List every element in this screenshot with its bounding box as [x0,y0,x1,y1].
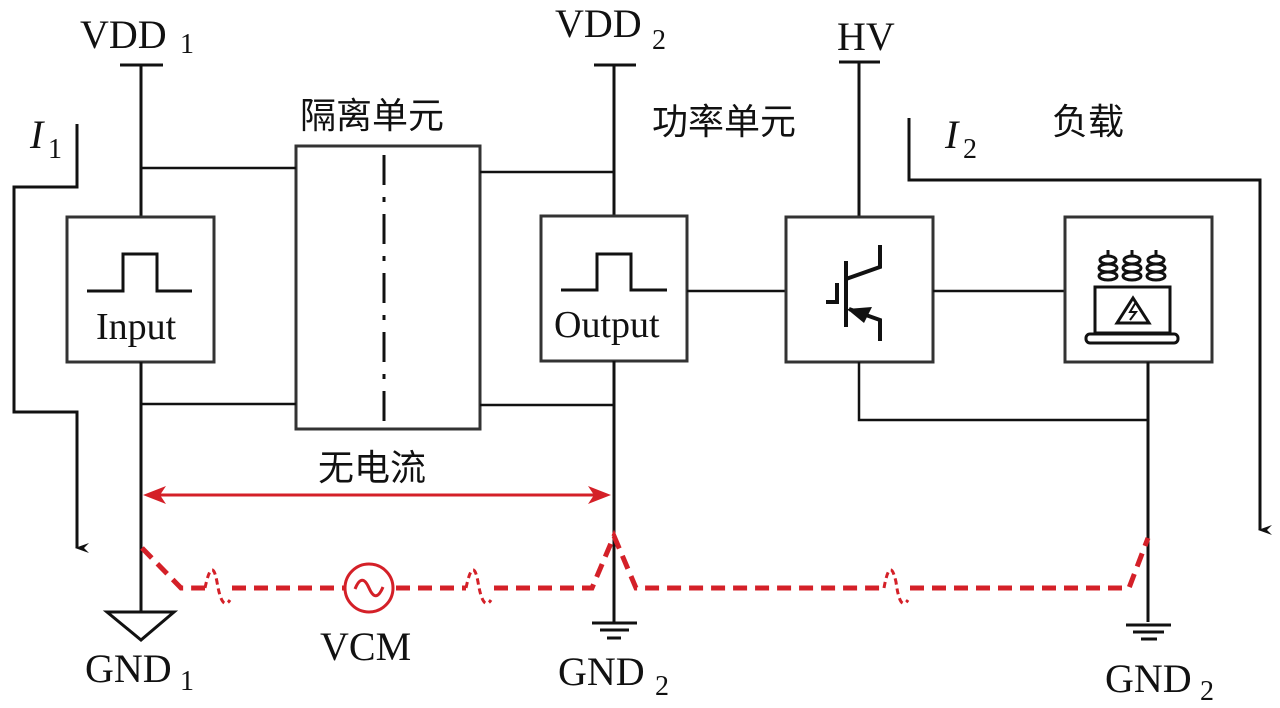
gnd1-label: GND 1 [85,646,194,697]
ac-source-icon [343,562,395,614]
vdd2-rail [594,63,636,216]
svg-text:VDD: VDD [555,1,642,46]
vdd2-label: VDD 2 [555,1,666,56]
i2-current-path [907,118,1272,535]
svg-text:2: 2 [652,25,666,56]
hv-label: HV [837,14,895,59]
svg-text:GND: GND [1105,656,1192,701]
igbt-transistor-icon [826,245,882,341]
gnd2a-ground-icon [592,621,637,640]
svg-text:1: 1 [180,666,194,697]
output-block-label: Output [554,304,660,346]
svg-text:2: 2 [963,134,977,165]
igbt-block [784,215,935,364]
common-mode-noise-path [140,529,1151,605]
pulse-icon [87,252,192,293]
svg-text:HV: HV [837,14,895,59]
svg-text:GND: GND [558,649,645,694]
svg-text:2: 2 [655,671,669,702]
svg-text:I: I [29,112,45,157]
i2-label: I 2 [944,112,977,165]
svg-text:1: 1 [180,29,194,60]
load-label: 负载 [1052,102,1124,143]
hv-rail [839,60,880,218]
vdd1-label: VDD 1 [80,12,194,60]
svg-text:1: 1 [48,134,62,165]
vcm-label: VCM [320,624,411,669]
load-block [1063,215,1214,364]
transformer-icon [1084,250,1180,345]
input-block-label: Input [96,306,177,348]
no-current-arrow [143,486,611,504]
i1-label: I 1 [29,112,62,165]
svg-text:GND: GND [85,646,172,691]
svg-text:I: I [944,112,960,157]
gnd2b-ground-icon [1126,623,1171,641]
isolation-unit-label: 隔离单元 [300,96,444,137]
svg-text:VDD: VDD [80,12,167,57]
power-unit-label: 功率单元 [652,102,796,143]
isolation-block [294,144,482,431]
vdd1-rail [120,63,163,218]
i1-current-path [12,124,89,553]
gnd2b-label: GND 2 [1105,656,1214,707]
gnd2a-label: GND 2 [558,649,669,702]
pulse-icon [561,252,667,292]
svg-text:2: 2 [1200,676,1214,707]
output-block: Output [539,214,689,363]
no-current-label: 无电流 [318,448,426,489]
input-block: Input [65,215,216,364]
gnd1-ground-icon [102,610,179,642]
wire-igbt-gnd2 [857,362,1148,422]
